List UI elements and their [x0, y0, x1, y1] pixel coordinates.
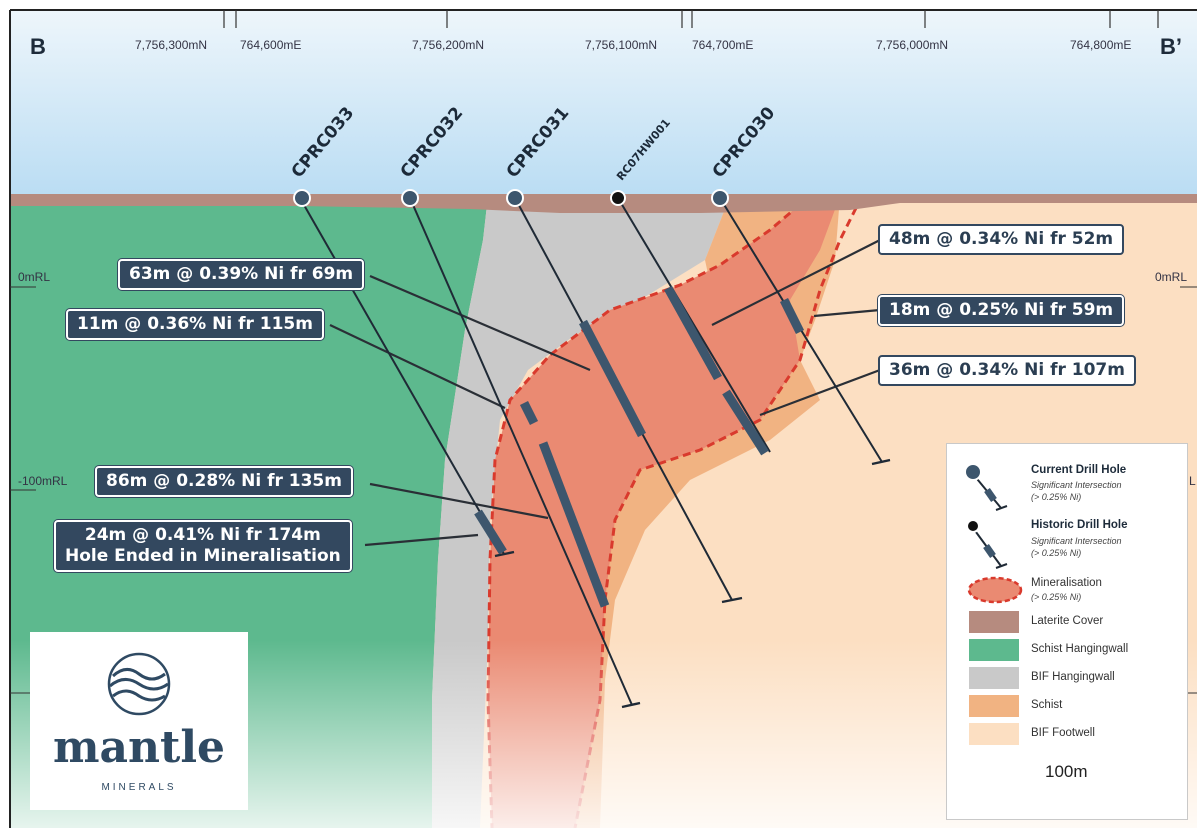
bar-cprc032-a [519, 400, 539, 426]
trace-cprc032 [409, 197, 633, 706]
leader-lines [329, 239, 881, 547]
trace-rc07hw001 [617, 197, 771, 453]
coord-3: 7,756,200mN [412, 38, 485, 52]
bar-rc07hw001-b [722, 389, 769, 456]
collar-cprc032 [401, 189, 419, 207]
callout-24m-line1: 24m @ 0.41% Ni fr 174m [84, 525, 321, 545]
legend-laterite-cover: Laterite Cover [1031, 615, 1104, 627]
callout-48m: 48m @ 0.34% Ni fr 52m [878, 224, 1125, 255]
bar-rc07hw001-a [664, 285, 722, 381]
wave-emblem-icon [107, 652, 171, 716]
legend-mineral-title: Mineralisation [1031, 577, 1102, 589]
logo-wordmark: mantle [52, 722, 226, 773]
hole-end-caps [494, 458, 891, 709]
coord-1: 7,756,300mN [135, 38, 208, 52]
coord-7: 764,800mE [1070, 38, 1132, 52]
legend-historic-sub2: (> 0.25% Ni) [1031, 548, 1082, 558]
section-label-left: B [30, 34, 46, 59]
rl-label-0-right: 0mRL [1155, 270, 1188, 284]
bar-cprc031 [579, 319, 646, 438]
coord-6: 7,756,000mN [876, 38, 949, 52]
legend-schist: Schist [1031, 699, 1063, 711]
company-logo: mantle MINERALS [30, 632, 248, 810]
swatch-bif-hangingwall [969, 667, 1019, 689]
callout-18m: 18m @ 0.25% Ni fr 59m [878, 295, 1125, 326]
scale-label: 100m [1045, 762, 1088, 781]
logo-subtitle: MINERALS [101, 782, 177, 793]
bar-cprc030 [779, 297, 805, 335]
collar-cprc030 [711, 189, 729, 207]
coord-2: 764,600mE [240, 38, 302, 52]
legend-current-sub1: Significant Intersection [1031, 480, 1122, 490]
mineralisation-swatch [967, 576, 1023, 604]
rl-label-m100-right: L [1189, 474, 1196, 488]
historic-drill-hole-icon [966, 519, 1008, 569]
sky [10, 10, 1197, 200]
legend: Current Drill Hole Significant Intersect… [946, 443, 1188, 820]
legend-bif-footwell: BIF Footwell [1031, 727, 1095, 739]
legend-mineral-sub: (> 0.25% Ni) [1031, 592, 1082, 602]
legend-historic-sub1: Significant Intersection [1031, 536, 1122, 546]
swatch-laterite-cover [969, 611, 1019, 633]
coord-5: 764,700mE [692, 38, 754, 52]
swatch-bif-footwell [969, 723, 1019, 745]
legend-schist-hangingwall: Schist Hangingwall [1031, 643, 1129, 655]
callout-86m: 86m @ 0.28% Ni fr 135m [95, 466, 353, 497]
coord-4: 7,756,100mN [585, 38, 658, 52]
bar-cprc032-b [538, 441, 610, 608]
rl-label-m100-left: -100mRL [18, 474, 68, 488]
callout-24m-line2: Hole Ended in Mineralisation [65, 546, 341, 566]
legend-current-sub2: (> 0.25% Ni) [1031, 492, 1082, 502]
legend-bif-hangingwall: BIF Hangingwall [1031, 671, 1115, 683]
collar-rc07hw001 [610, 190, 626, 206]
mineralisation-boundary-lower [573, 195, 864, 828]
legend-current-title: Current Drill Hole [1031, 464, 1127, 476]
collar-cprc033 [293, 189, 311, 207]
rl-label-0-left: 0mRL [18, 270, 51, 284]
coordinate-ticks [223, 10, 1159, 28]
swatch-schist-hangingwall [969, 639, 1019, 661]
trace-cprc033 [299, 197, 505, 555]
collar-cprc031 [506, 189, 524, 207]
bar-cprc033 [474, 509, 507, 555]
current-drill-hole-icon [964, 463, 1008, 511]
bif-hangingwall [432, 196, 730, 828]
callout-11m: 11m @ 0.36% Ni fr 115m [66, 309, 324, 340]
intersection-bars [474, 285, 805, 608]
section-label-right: B’ [1160, 34, 1182, 59]
callout-36m: 36m @ 0.34% Ni fr 107m [878, 355, 1136, 386]
mineralisation-boundary-upper [486, 194, 811, 828]
callout-24m: 24m @ 0.41% Ni fr 174m Hole Ended in Min… [54, 520, 352, 572]
legend-historic-title: Historic Drill Hole [1031, 519, 1128, 531]
collars [293, 189, 729, 207]
callout-63m: 63m @ 0.39% Ni fr 69m [118, 259, 365, 290]
swatch-schist [969, 695, 1019, 717]
